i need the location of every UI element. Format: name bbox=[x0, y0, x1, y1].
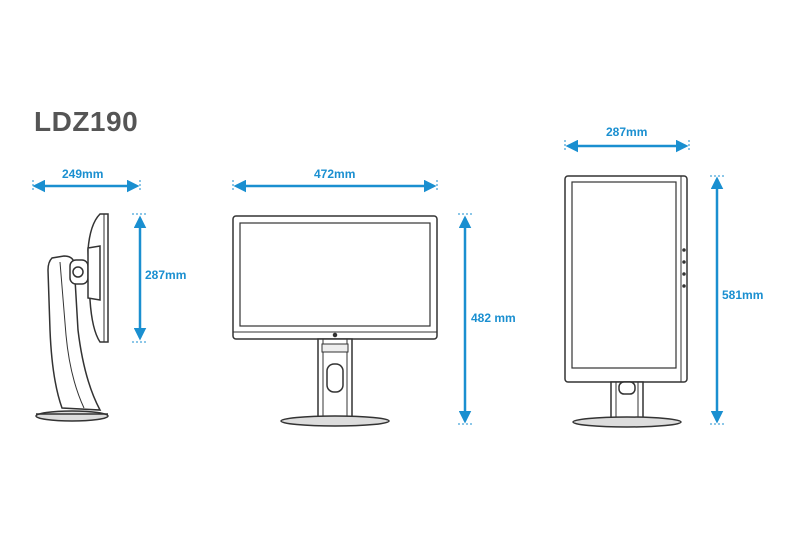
front-view-monitor bbox=[232, 215, 438, 427]
front-width-label: 472mm bbox=[314, 167, 356, 181]
side-width-label: 249mm bbox=[62, 167, 104, 181]
portrait-height-label: 581mm bbox=[722, 288, 764, 302]
portrait-view-monitor bbox=[564, 175, 688, 428]
model-title: LDZ190 bbox=[34, 106, 139, 137]
front-height-label: 482 mm bbox=[471, 311, 516, 325]
side-view-monitor bbox=[35, 213, 109, 422]
portrait-width-label: 287mm bbox=[606, 125, 648, 139]
side-height-label: 287mm bbox=[145, 268, 187, 282]
